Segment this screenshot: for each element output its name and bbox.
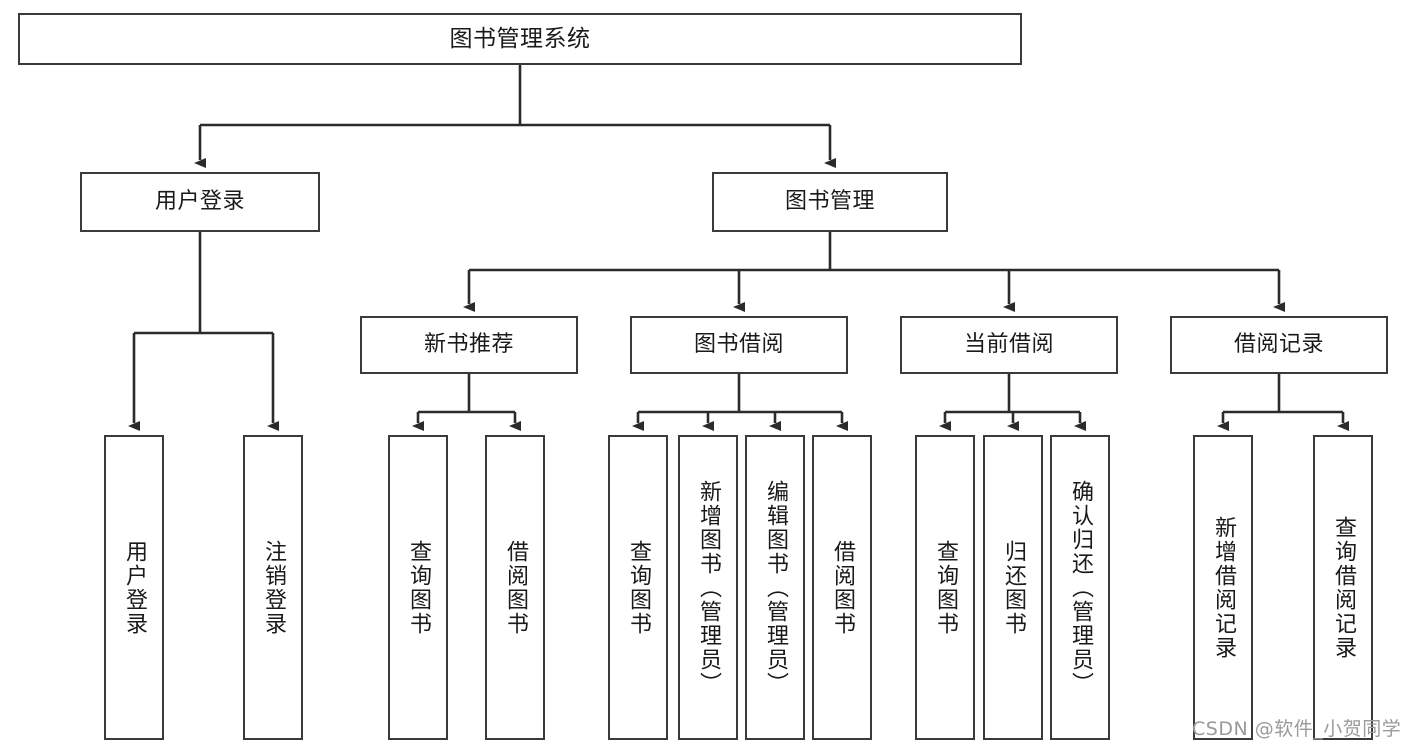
node-label-leaf-query-books-recommend: 查询图书 (406, 539, 431, 636)
node-label-leaf-add-borrow-record: 新增借阅记录 (1211, 515, 1236, 660)
node-leaf-add-book-admin[interactable]: 新增图书（管理员） (678, 435, 738, 740)
node-label-leaf-user-login: 用户登录 (122, 539, 147, 636)
node-label-book-borrow: 图书借阅 (693, 332, 784, 358)
node-leaf-query-books-current[interactable]: 查询图书 (915, 435, 975, 740)
node-borrow-record[interactable]: 借阅记录 (1170, 316, 1388, 374)
node-leaf-query-books-borrow[interactable]: 查询图书 (608, 435, 668, 740)
node-label-leaf-borrow-books-recommend: 借阅图书 (503, 539, 528, 636)
node-book-borrow[interactable]: 图书借阅 (630, 316, 848, 374)
node-label-leaf-user-logout: 注销登录 (261, 539, 286, 636)
node-label-leaf-edit-book-admin: 编辑图书（管理员） (763, 479, 788, 696)
node-leaf-return-books[interactable]: 归还图书 (983, 435, 1043, 740)
node-leaf-query-borrow-record[interactable]: 查询借阅记录 (1313, 435, 1373, 740)
node-label-leaf-add-book-admin: 新增图书（管理员） (696, 479, 721, 696)
node-label-leaf-query-books-borrow: 查询图书 (626, 539, 651, 636)
node-book-management[interactable]: 图书管理 (712, 172, 948, 232)
node-label-borrow-record: 借阅记录 (1233, 332, 1324, 358)
node-label-new-book-recommend: 新书推荐 (423, 332, 514, 358)
node-label-leaf-borrow-book: 借阅图书 (830, 539, 855, 636)
node-root[interactable]: 图书管理系统 (18, 13, 1022, 65)
node-current-borrow[interactable]: 当前借阅 (900, 316, 1118, 374)
node-new-book-recommend[interactable]: 新书推荐 (360, 316, 578, 374)
node-label-current-borrow: 当前借阅 (963, 332, 1054, 358)
node-user-login[interactable]: 用户登录 (80, 172, 320, 232)
node-label-user-login: 用户登录 (154, 189, 245, 215)
node-label-root: 图书管理系统 (449, 25, 591, 52)
node-label-leaf-confirm-return-admin: 确认归还（管理员） (1068, 479, 1093, 696)
node-label-book-management: 图书管理 (784, 189, 875, 215)
node-leaf-edit-book-admin[interactable]: 编辑图书（管理员） (745, 435, 805, 740)
node-label-leaf-return-books: 归还图书 (1001, 539, 1026, 636)
node-leaf-user-logout[interactable]: 注销登录 (243, 435, 303, 740)
node-leaf-user-login[interactable]: 用户登录 (104, 435, 164, 740)
node-label-leaf-query-books-current: 查询图书 (933, 539, 958, 636)
node-leaf-borrow-book[interactable]: 借阅图书 (812, 435, 872, 740)
node-leaf-borrow-books-recommend[interactable]: 借阅图书 (485, 435, 545, 740)
node-leaf-query-books-recommend[interactable]: 查询图书 (388, 435, 448, 740)
node-leaf-confirm-return-admin[interactable]: 确认归还（管理员） (1050, 435, 1110, 740)
node-leaf-add-borrow-record[interactable]: 新增借阅记录 (1193, 435, 1253, 740)
node-label-leaf-query-borrow-record: 查询借阅记录 (1331, 515, 1356, 660)
